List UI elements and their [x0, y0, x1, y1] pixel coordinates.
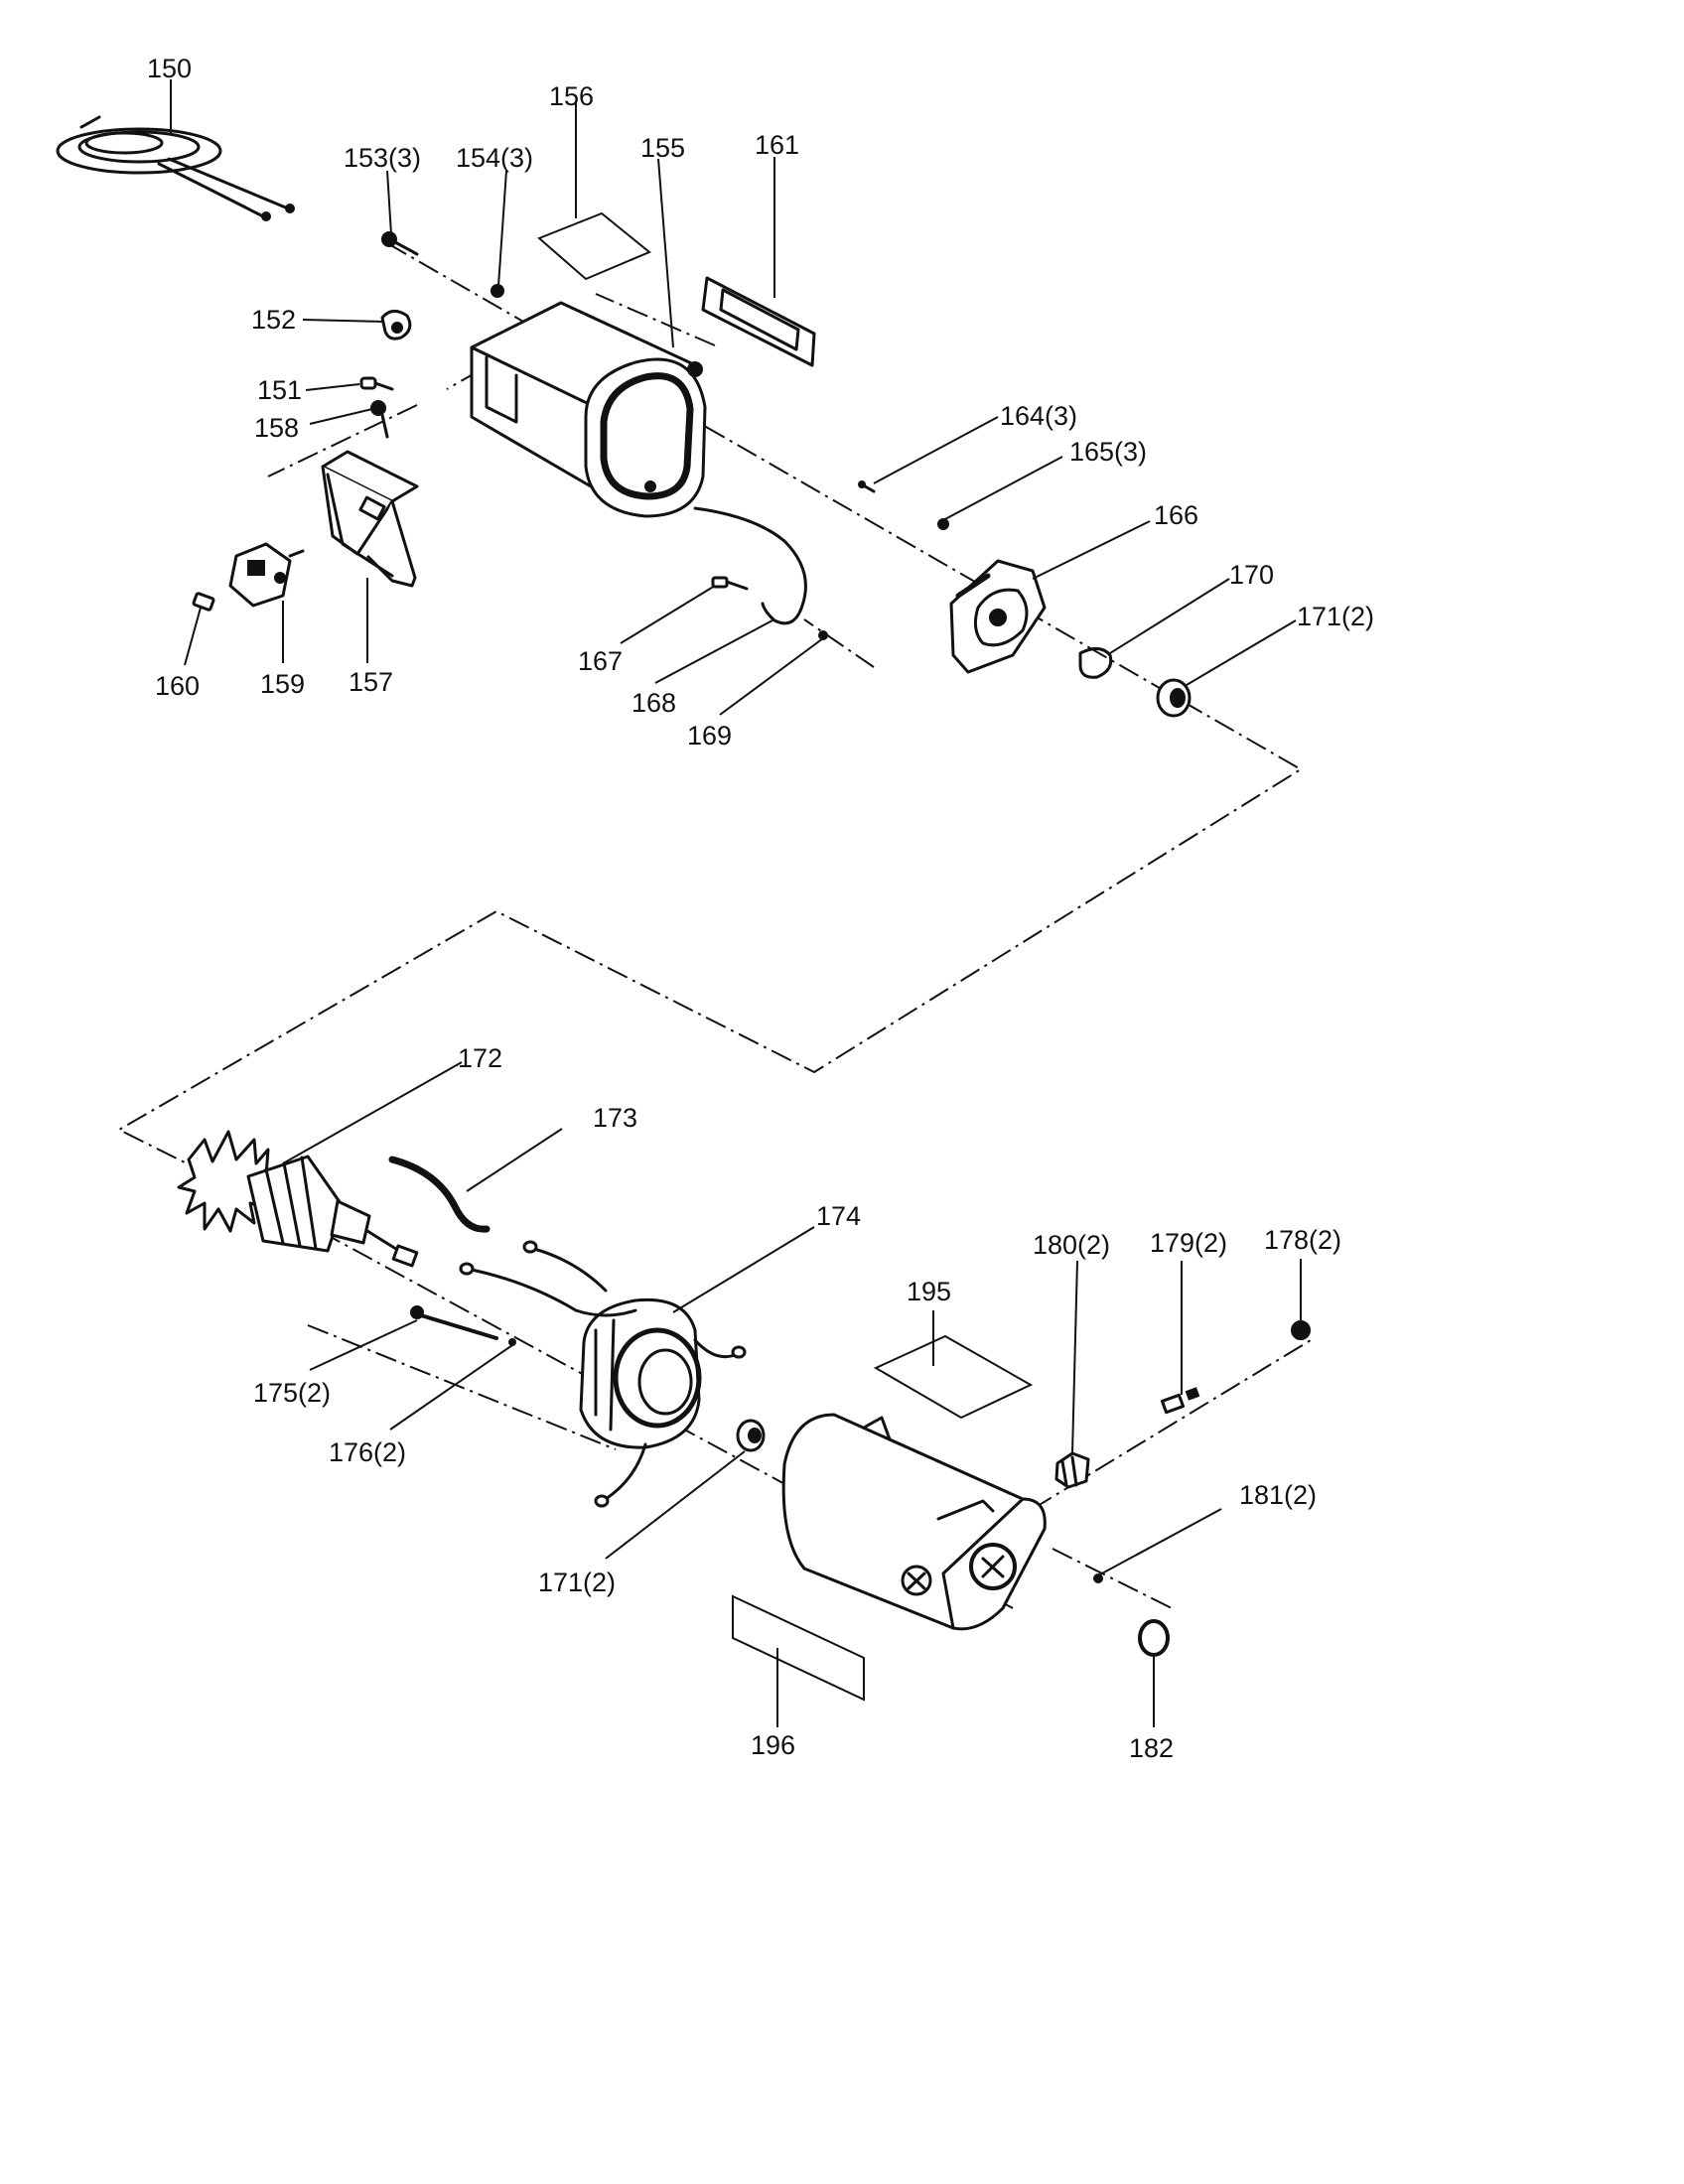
washer-part-176 [508, 1338, 516, 1346]
bearing-part-171-lower [736, 1419, 766, 1452]
brush-strip-part-173 [388, 1156, 491, 1233]
label-178: 178(2) [1264, 1225, 1341, 1255]
washer-part-169 [818, 630, 828, 640]
retainer-part-170 [1078, 647, 1113, 679]
label-179: 179(2) [1150, 1228, 1227, 1258]
bearing-part-171-upper [1156, 678, 1192, 718]
label-175: 175(2) [253, 1378, 331, 1408]
label-152: 152 [251, 305, 296, 335]
leader-lines [170, 79, 1302, 1727]
strain-relief-part-152 [380, 310, 412, 341]
filter-part-161 [701, 276, 816, 367]
label-182: 182 [1129, 1733, 1174, 1763]
label-170: 170 [1229, 560, 1274, 590]
label-180: 180(2) [1033, 1230, 1110, 1260]
end-bell-part-166 [949, 559, 1047, 674]
through-bolt-part-175 [410, 1305, 498, 1340]
switch-key-part-160 [192, 592, 215, 612]
label-155: 155 [640, 133, 685, 163]
label-171b: 171(2) [538, 1568, 616, 1597]
label-172: 172 [458, 1043, 502, 1073]
label-165: 165(3) [1069, 437, 1147, 467]
label-195: 195 [907, 1277, 951, 1306]
label-169: 169 [687, 721, 732, 751]
label-166: 166 [1154, 500, 1198, 530]
label-159: 159 [260, 669, 305, 699]
screw-part-158 [370, 400, 389, 439]
switch-cover-part-157 [321, 450, 419, 588]
motor-end-housing [781, 1413, 1047, 1631]
power-cord-part-150 [56, 115, 295, 221]
label-176: 176(2) [329, 1437, 406, 1467]
label-154: 154(3) [456, 143, 533, 173]
screw-part-181 [1093, 1573, 1103, 1583]
label-160: 160 [155, 671, 200, 701]
label-173: 173 [593, 1103, 637, 1133]
label-157: 157 [349, 667, 393, 697]
label-181: 181(2) [1239, 1480, 1317, 1510]
screw-part-153 [381, 231, 419, 256]
label-150: 150 [147, 54, 192, 83]
label-153: 153(3) [344, 143, 421, 173]
retaining-ring-part-182 [1138, 1619, 1170, 1657]
label-161: 161 [755, 130, 799, 160]
label-174: 174 [816, 1201, 861, 1231]
switch-part-159 [228, 542, 305, 608]
washer-part-165 [937, 518, 949, 530]
label-196: 196 [751, 1730, 795, 1760]
label-158: 158 [254, 413, 299, 443]
washer-part-154 [491, 284, 504, 298]
label-168: 168 [632, 688, 676, 718]
decal-part-195 [873, 1334, 1034, 1420]
label-171a: 171(2) [1297, 602, 1374, 631]
armature-part-172 [177, 1130, 419, 1268]
decal-part-156 [537, 211, 651, 281]
part-labels: 150 153(3) 154(3) 156 155 161 152 151 15… [147, 54, 1374, 1763]
screw-part-167 [711, 576, 749, 591]
brush-holder-part-180 [1054, 1451, 1090, 1489]
carbon-brush-part-179 [1160, 1387, 1200, 1415]
motor-housing-part-155 [470, 301, 707, 518]
decal-part-196 [732, 1594, 865, 1702]
screw-part-151 [359, 376, 394, 391]
brush-cap-part-178 [1291, 1320, 1311, 1340]
label-164: 164(3) [1000, 401, 1077, 431]
screw-part-164 [858, 480, 876, 493]
field-coil-part-174 [459, 1240, 747, 1508]
label-167: 167 [578, 646, 623, 676]
wire-part-168 [693, 506, 807, 625]
label-156: 156 [549, 81, 594, 111]
label-151: 151 [257, 375, 302, 405]
